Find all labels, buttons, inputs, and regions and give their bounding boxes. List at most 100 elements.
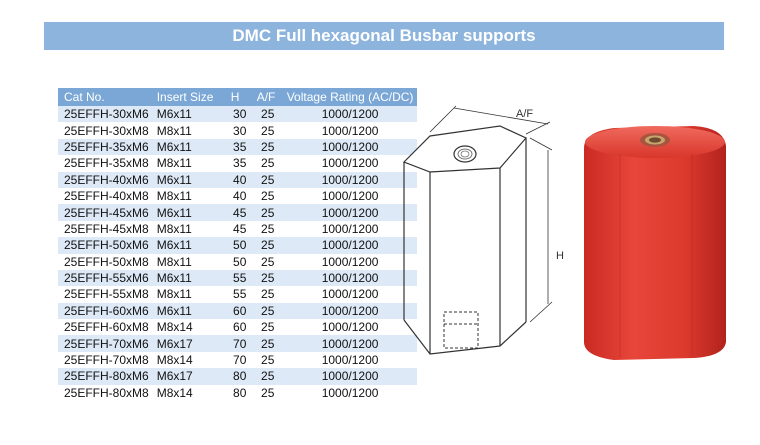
spec-table: Cat No. Insert Size H A/F Voltage Rating… — [58, 88, 418, 402]
cell-h: 30 — [226, 106, 253, 123]
cell-insert-size: M6x11 — [152, 138, 227, 156]
page-title: DMC Full hexagonal Busbar supports — [232, 26, 536, 45]
cell-voltage-rating: 1000/1200 — [282, 122, 418, 139]
cell-af: 25 — [252, 335, 283, 352]
thread-hole-icon — [453, 145, 477, 163]
cell-insert-size: M6x17 — [152, 368, 227, 385]
hidden-insert-outline — [443, 311, 479, 349]
cell-insert-size: M6x11 — [152, 302, 227, 320]
cell-h: 35 — [226, 138, 253, 156]
cell-cat-no: 25EFFH-45xM8 — [58, 220, 153, 238]
cell-cat-no: 25EFFH-40xM6 — [58, 171, 153, 188]
cell-cat-no: 25EFFH-30xM6 — [58, 106, 153, 123]
cell-voltage-rating: 1000/1200 — [282, 368, 418, 385]
cell-cat-no: 25EFFH-45xM6 — [58, 204, 153, 221]
cell-insert-size: M8x11 — [152, 122, 227, 139]
cell-cat-no: 25EFFH-70xM8 — [58, 351, 153, 369]
cell-af: 25 — [252, 302, 283, 320]
cell-af: 25 — [252, 122, 283, 139]
cell-voltage-rating: 1000/1200 — [282, 237, 418, 254]
page-title-banner: DMC Full hexagonal Busbar supports — [44, 22, 724, 50]
red-busbar-support-photo — [584, 126, 726, 360]
header-insert-size: Insert Size — [152, 88, 227, 106]
cell-cat-no: 25EFFH-60xM8 — [58, 319, 153, 336]
cell-af: 25 — [252, 253, 283, 270]
cell-af: 25 — [252, 237, 283, 254]
cell-cat-no: 25EFFH-55xM6 — [58, 269, 153, 287]
cell-insert-size: M8x11 — [152, 253, 227, 270]
header-h: H — [226, 88, 253, 106]
cell-cat-no: 25EFFH-30xM8 — [58, 122, 153, 139]
cell-insert-size: M6x11 — [152, 237, 227, 254]
cell-cat-no: 25EFFH-80xM8 — [58, 384, 153, 402]
cell-af: 25 — [252, 204, 283, 221]
cell-cat-no: 25EFFH-70xM6 — [58, 335, 153, 352]
cell-insert-size: M6x11 — [152, 171, 227, 188]
header-cat-no: Cat No. — [58, 88, 153, 106]
cell-af: 25 — [252, 269, 283, 287]
cell-cat-no: 25EFFH-35xM6 — [58, 138, 153, 156]
cell-voltage-rating: 1000/1200 — [282, 302, 418, 320]
cell-insert-size: M8x11 — [152, 220, 227, 238]
cell-af: 25 — [252, 155, 283, 172]
cell-af: 25 — [252, 106, 283, 123]
cell-voltage-rating: 1000/1200 — [282, 204, 418, 221]
cell-af: 25 — [252, 220, 283, 238]
cell-af: 25 — [252, 286, 283, 303]
cell-voltage-rating: 1000/1200 — [282, 106, 418, 123]
cell-voltage-rating: 1000/1200 — [282, 351, 418, 369]
cell-cat-no: 25EFFH-80xM6 — [58, 368, 153, 385]
cell-h: 40 — [226, 187, 253, 205]
af-dimension-label: A/F — [516, 108, 533, 120]
cell-cat-no: 25EFFH-50xM6 — [58, 237, 153, 254]
cell-voltage-rating: 1000/1200 — [282, 171, 418, 188]
cell-af: 25 — [252, 384, 283, 402]
cell-voltage-rating: 1000/1200 — [282, 384, 418, 402]
cell-af: 25 — [252, 187, 283, 205]
cell-voltage-rating: 1000/1200 — [282, 286, 418, 303]
cell-insert-size: M6x11 — [152, 106, 227, 123]
table-header-row: Cat No. Insert Size H A/F Voltage Rating… — [58, 88, 418, 106]
cell-af: 25 — [252, 351, 283, 369]
cell-insert-size: M8x14 — [152, 351, 227, 369]
cell-insert-size: M8x11 — [152, 187, 227, 205]
cell-insert-size: M8x11 — [152, 155, 227, 172]
cell-h: 40 — [226, 171, 253, 188]
cell-insert-size: M6x17 — [152, 335, 227, 352]
cell-h: 55 — [226, 286, 253, 303]
header-voltage-rating: Voltage Rating (AC/DC) — [282, 88, 418, 106]
cell-voltage-rating: 1000/1200 — [282, 319, 418, 336]
cell-h: 70 — [226, 351, 253, 369]
cell-h: 80 — [226, 368, 253, 385]
cell-insert-size: M8x14 — [152, 319, 227, 336]
cell-insert-size: M6x11 — [152, 269, 227, 287]
cell-voltage-rating: 1000/1200 — [282, 269, 418, 287]
cell-insert-size: M8x14 — [152, 384, 227, 402]
header-af: A/F — [252, 88, 283, 106]
cell-cat-no: 25EFFH-40xM8 — [58, 187, 153, 205]
cell-voltage-rating: 1000/1200 — [282, 335, 418, 352]
cell-af: 25 — [252, 171, 283, 188]
cell-h: 60 — [226, 319, 253, 336]
cell-h: 80 — [226, 384, 253, 402]
cell-h: 30 — [226, 122, 253, 139]
cell-insert-size: M6x11 — [152, 204, 227, 221]
cell-h: 60 — [226, 302, 253, 320]
